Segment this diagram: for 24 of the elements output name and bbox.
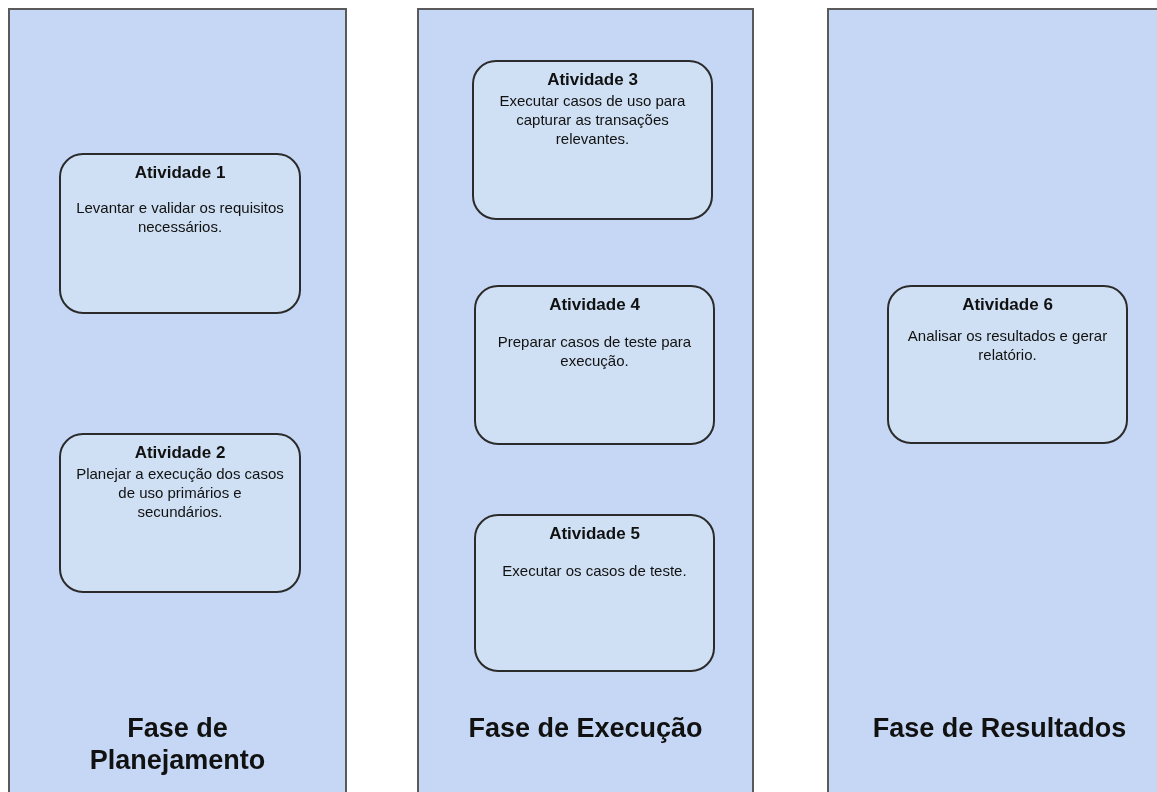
- activity-title: Atividade 2: [134, 443, 226, 464]
- activity-title: Atividade 3: [547, 70, 638, 91]
- phase-column: [8, 8, 347, 792]
- activity-description: Executar casos de uso para capturar as transações relevantes.: [498, 92, 687, 149]
- activity-description: Executar os casos de teste.: [502, 562, 687, 582]
- activity-box: [472, 60, 713, 220]
- activity-box: [474, 285, 715, 445]
- activity-description: Planejar a execução dos casos de uso primários e secundários.: [75, 465, 285, 522]
- activity-box: [887, 285, 1128, 444]
- phase-title: Fase de Resultados: [871, 713, 1128, 745]
- activity-title: Atividade 1: [134, 163, 226, 184]
- activity-box: [59, 153, 301, 314]
- activity-title: Atividade 5: [549, 524, 640, 545]
- activity-description: Levantar e validar os requisitos necessários.: [75, 199, 285, 237]
- activity-description: Analisar os resultados e gerar relatório.: [906, 327, 1109, 365]
- phase-column: [417, 8, 754, 792]
- phase-title: Fase de Planejamento: [88, 713, 267, 777]
- activity-title: Atividade 6: [962, 295, 1053, 316]
- phase-column: [827, 8, 1157, 792]
- activity-description: Preparar casos de teste para execução.: [496, 333, 693, 371]
- activity-box: [474, 514, 715, 672]
- phase-title: Fase de Execução: [467, 713, 704, 745]
- activity-box: [59, 433, 301, 593]
- activity-title: Atividade 4: [549, 295, 640, 316]
